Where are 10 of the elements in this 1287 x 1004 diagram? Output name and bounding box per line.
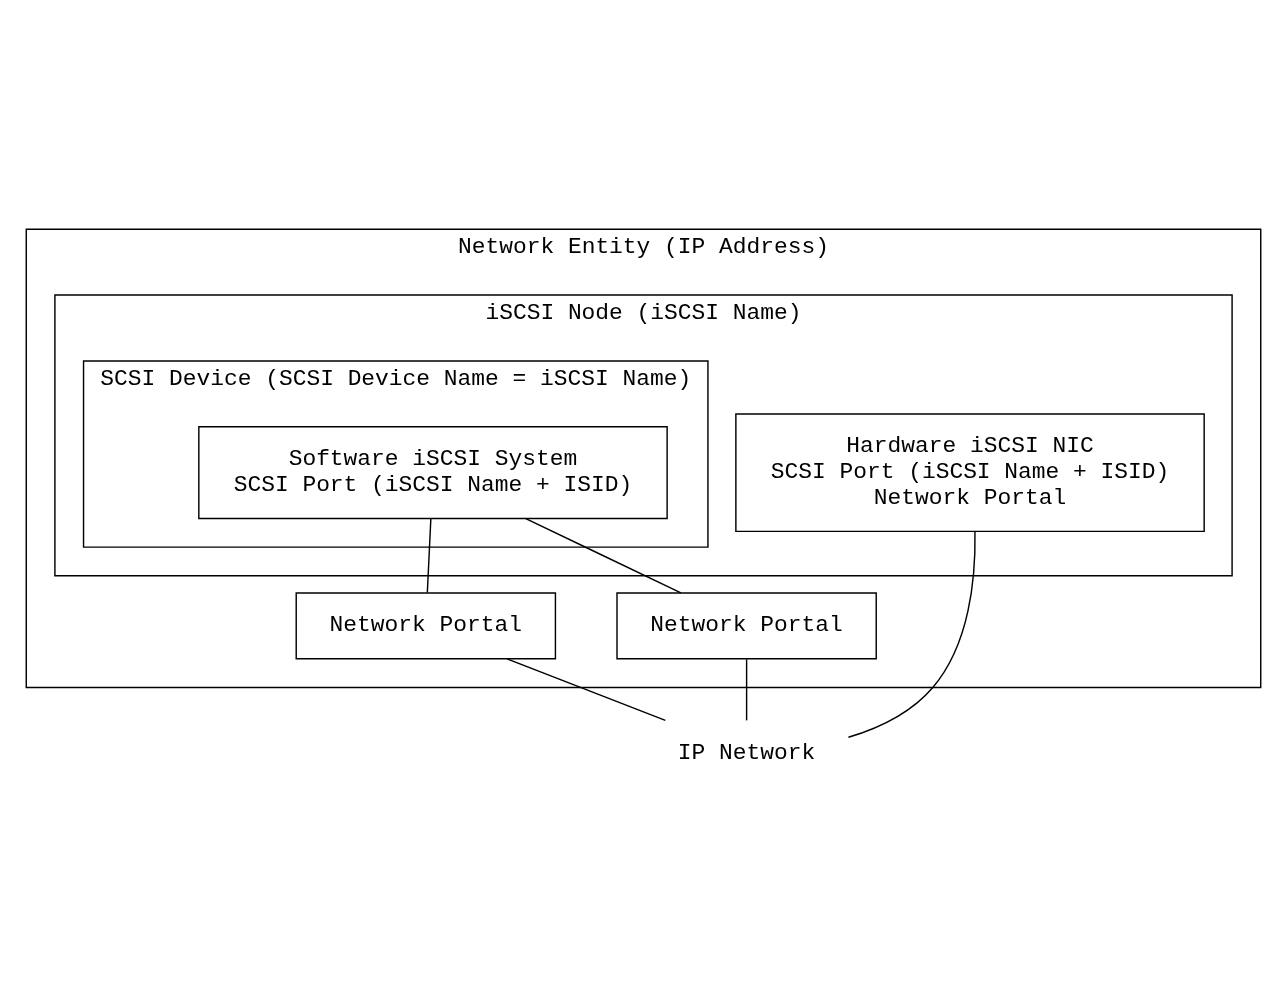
node-box: Network Portal — [295, 592, 557, 660]
node-box: Hardware iSCSI NIC SCSI Port (iSCSI Name + ISID) Network Portal — [735, 413, 1205, 533]
connector — [525, 517, 682, 594]
node-box: Software iSCSI System SCSI Port (iSCSI Name + ISID) — [198, 426, 668, 520]
connector — [745, 658, 748, 722]
connector — [506, 658, 667, 722]
node-text: IP Network — [677, 739, 816, 766]
connector — [847, 530, 976, 738]
node-box: Network Portal — [616, 592, 877, 660]
connector — [426, 518, 432, 594]
